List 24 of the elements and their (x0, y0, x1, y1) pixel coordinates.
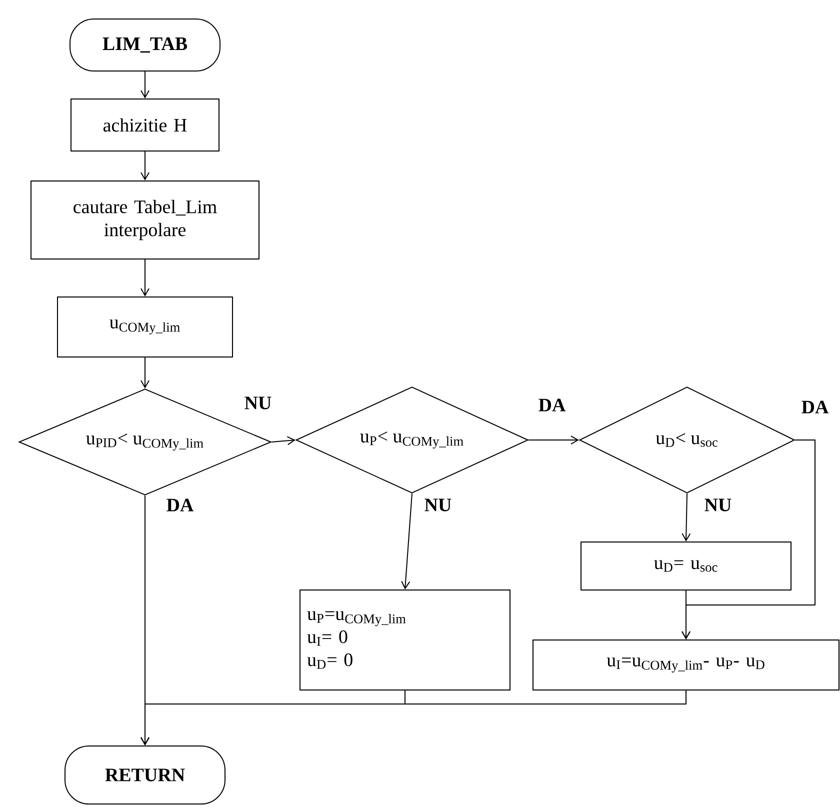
arrow (271, 436, 296, 446)
process-box: achizitie H (70, 98, 220, 152)
arrow (401, 493, 412, 590)
edge-label: DA (165, 498, 195, 512)
arrow (140, 71, 150, 98)
process-box: u$_{D}$= u$_{soc}$ (580, 542, 792, 590)
arrow (682, 590, 690, 640)
edge-label: DA (800, 400, 830, 414)
arrow (140, 259, 150, 296)
process-box: u$_{P}$=u$_{COMy_lim}$ u$_{I}$= 0 u$_{D}$= 0 (300, 590, 510, 690)
arrow (140, 357, 150, 388)
edge-label: DA (537, 398, 567, 412)
edge-label: NU (423, 498, 453, 512)
edge-label: NU (243, 396, 273, 410)
terminal-box: RETURN (64, 746, 226, 804)
terminal-box: LIM_TAB (70, 18, 220, 72)
process-box: u$_{I}$=u$_{COMy_lim}$- u$_{P}$- u$_{D}$ (532, 640, 840, 690)
process-box: cautare Tabel_Lim interpolare (30, 180, 260, 260)
arrow (682, 493, 691, 542)
edge-label: NU (703, 498, 733, 512)
arrow (140, 690, 686, 746)
arrow (528, 436, 579, 444)
arrow (140, 151, 150, 180)
process-box: u$_{COMy_lim}$ (57, 296, 233, 358)
